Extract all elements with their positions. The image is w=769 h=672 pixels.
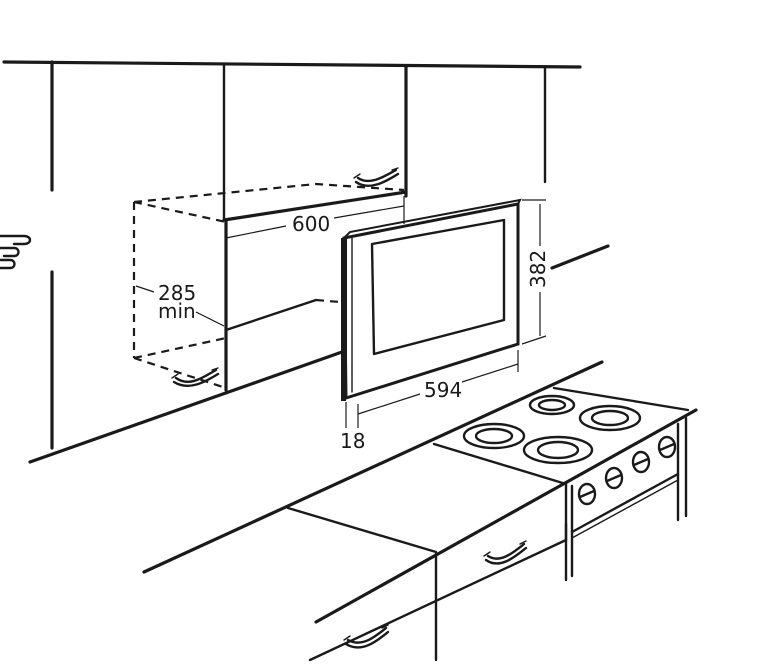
base-handle-upper — [483, 540, 528, 565]
built-in-frame — [341, 198, 522, 401]
worktop-back-edge — [142, 360, 604, 574]
upper-handle-left — [171, 367, 220, 388]
frame-window — [370, 218, 506, 356]
upper-handle-right — [353, 167, 400, 188]
dim-min-depth-unit: min — [158, 299, 196, 323]
cooker-knobs — [577, 435, 677, 506]
pointing-hand-icon — [0, 234, 32, 270]
burner-front-right — [522, 435, 594, 465]
drawer-line — [308, 538, 568, 662]
dim-frame-height: 382 — [526, 250, 550, 288]
burner-back-right — [578, 404, 642, 432]
worktop-front-edge — [314, 408, 698, 624]
hob-left-edge — [432, 442, 568, 486]
knob-4 — [657, 435, 677, 459]
cabinet-top-edge — [2, 60, 582, 69]
dimension-annotations — [135, 196, 547, 428]
niche-floor-line — [224, 298, 318, 332]
hob-burners — [462, 394, 642, 465]
worktop — [142, 360, 698, 624]
recess-outline — [132, 182, 405, 390]
base-handle-lower — [343, 624, 390, 649]
upper-cabinets — [2, 60, 610, 464]
cooker-door-top — [570, 472, 680, 534]
dim-cabinet-width: 600 — [292, 212, 330, 236]
dim-min-depth-value: 285 — [158, 281, 196, 305]
cooker-door-top-inner — [571, 479, 679, 539]
cabinet-bottom-edge — [28, 350, 344, 464]
knob-2 — [604, 466, 624, 490]
burner-back-left — [528, 394, 576, 416]
wall-edge-stub — [550, 244, 610, 270]
knob-3 — [631, 450, 651, 474]
burner-front-left — [462, 422, 526, 450]
base-cabinets — [308, 522, 568, 662]
dim-frame-thickness: 18 — [340, 429, 365, 453]
knob-1 — [577, 482, 597, 506]
worktop-joint — [286, 506, 438, 554]
hob-back-right-edge — [552, 386, 690, 412]
dim-frame-width: 594 — [424, 378, 462, 402]
niche-top — [222, 190, 408, 222]
